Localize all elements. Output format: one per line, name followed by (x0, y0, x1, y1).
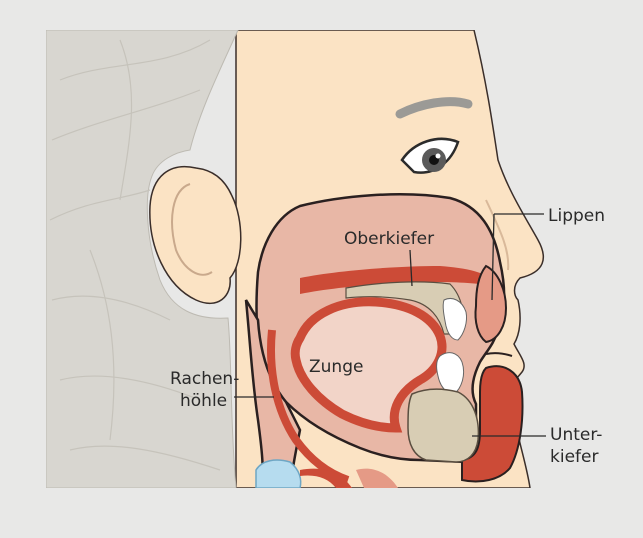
bottom-margin (0, 488, 643, 538)
label-rachenhoehle-line1: Rachen- (170, 369, 239, 389)
label-rachenhoehle-line2: höhle (180, 391, 227, 411)
label-zunge: Zunge (309, 357, 363, 377)
label-oberkiefer: Oberkiefer (344, 229, 434, 249)
label-unterkiefer-line1: Unter- (550, 425, 602, 445)
mandible-bone (408, 389, 478, 462)
top-margin (0, 0, 643, 30)
label-unterkiefer-line2: kiefer (550, 447, 598, 467)
label-lippen: Lippen (548, 206, 605, 226)
left-margin (0, 0, 46, 538)
